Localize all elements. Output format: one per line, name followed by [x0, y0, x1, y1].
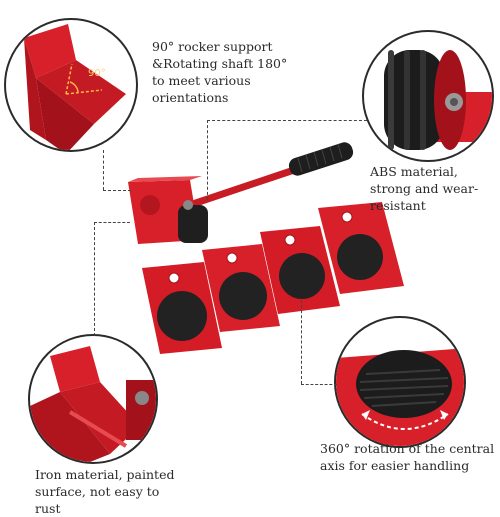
rocker-support-detail: 90°: [4, 18, 138, 152]
connector-bottom-left-h: [94, 222, 130, 223]
caption-top-left: 90° rocker support &Rotating shaft 180° …: [152, 39, 288, 105]
rotation-pad-icon: [336, 348, 464, 446]
wheel-roller-icon: [384, 50, 492, 150]
iron-frame-icon: [30, 346, 156, 462]
lever-bar-icon: [171, 142, 354, 214]
wheel-roller-detail: [362, 30, 494, 162]
rotation-pad-detail: [334, 316, 466, 448]
connector-bottom-right-h: [301, 384, 337, 385]
rocker-support-icon: [24, 24, 126, 150]
connector-bottom-left: [94, 222, 95, 336]
connector-top-right-v: [207, 120, 208, 200]
caption-bottom-right: 360° rotation of the central axis for ea…: [320, 441, 495, 473]
connector-bottom-right: [301, 300, 302, 384]
iron-frame-detail: [28, 334, 158, 464]
connector-top-left-h: [103, 190, 131, 191]
caption-top-right: ABS material, strong and wear-resistant: [370, 164, 479, 213]
connector-top-left: [103, 150, 104, 190]
caption-bottom-left: Iron material, painted surface, not easy…: [35, 467, 175, 516]
product-illustration: [128, 142, 404, 354]
angle-label: 90°: [88, 68, 106, 79]
lever-bracket-icon: [128, 176, 208, 244]
furniture-slider-icon: [142, 202, 404, 354]
connector-top-right: [207, 120, 367, 121]
